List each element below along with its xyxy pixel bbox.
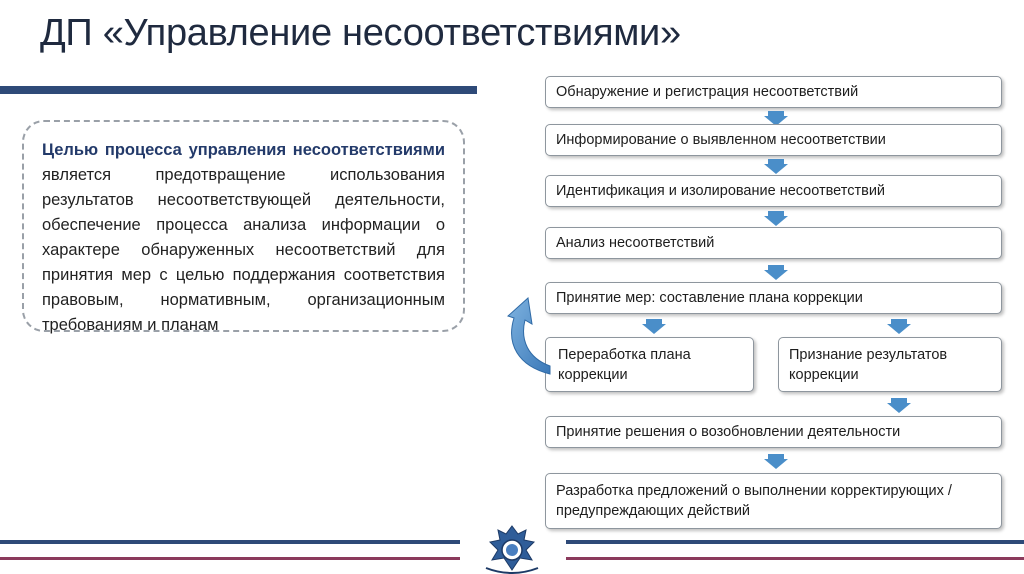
- down-arrow-icon: [764, 265, 788, 280]
- step-corrective-actions: Разработка предложений о выполнении корр…: [545, 473, 1002, 529]
- footer-rule-left: [0, 540, 460, 544]
- step-identification: Идентификация и изолирование несоответст…: [545, 175, 1002, 207]
- page-title: ДП «Управление несоответствиями»: [40, 12, 681, 54]
- step-informing: Информирование о выявленном несоответств…: [545, 124, 1002, 156]
- down-arrow-icon: [764, 211, 788, 226]
- down-arrow-icon: [642, 319, 666, 334]
- down-arrow-icon: [764, 454, 788, 469]
- down-arrow-icon: [764, 111, 788, 126]
- step-measures: Принятие мер: составление плана коррекци…: [545, 282, 1002, 314]
- title-underline: [0, 86, 477, 94]
- footer-rule-right-secondary: [566, 557, 1024, 560]
- purpose-lead: Целью процесса управления несоответствия…: [42, 141, 445, 159]
- down-arrow-icon: [887, 398, 911, 413]
- down-arrow-icon: [764, 159, 788, 174]
- purpose-text: является предотвращение использования ре…: [42, 166, 445, 334]
- step-rework-plan: Переработка плана коррекции: [545, 337, 754, 392]
- university-crest-icon: [485, 525, 539, 574]
- step-detection: Обнаружение и регистрация несоответствий: [545, 76, 1002, 108]
- down-arrow-icon: [887, 319, 911, 334]
- step-accept-results: Признание результатов коррекции: [778, 337, 1002, 392]
- footer-rule-left-secondary: [0, 557, 460, 560]
- step-resume-decision: Принятие решения о возобновлении деятель…: [545, 416, 1002, 448]
- curved-return-arrow-icon: [507, 297, 551, 375]
- footer-rule-right: [566, 540, 1024, 544]
- step-analysis: Анализ несоответствий: [545, 227, 1002, 259]
- purpose-box: Целью процесса управления несоответствия…: [22, 120, 465, 334]
